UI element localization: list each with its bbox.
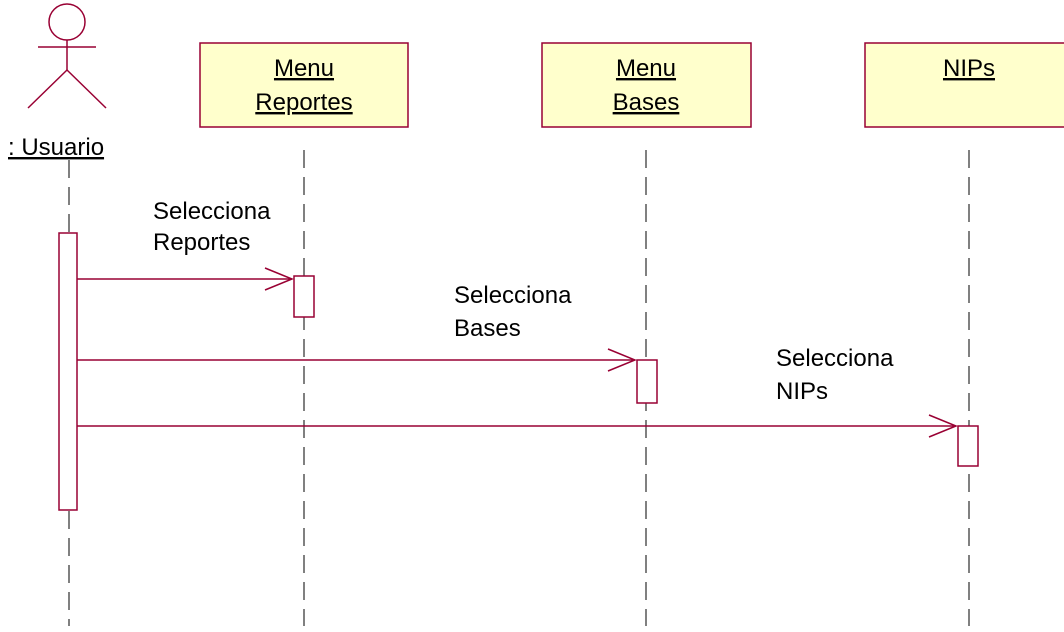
activation-menu-bases <box>636 359 658 404</box>
object-label-line1: Menu <box>616 55 676 82</box>
message-label-line2: Bases <box>454 315 521 342</box>
object-box <box>864 42 1064 128</box>
message-label-line2: Reportes <box>153 229 250 256</box>
message-2: Selecciona Bases <box>77 282 637 372</box>
arrowhead-icon <box>928 414 958 438</box>
object-menu-reportes: Menu Reportes <box>199 42 409 128</box>
message-label-line1: Selecciona <box>776 345 894 372</box>
actor-figure <box>27 3 107 109</box>
object-label-line1: Menu <box>274 55 334 82</box>
object-label-line2: Reportes <box>255 89 352 116</box>
activation-actor <box>58 232 78 511</box>
object-label-line1: NIPs <box>943 55 995 82</box>
activation-menu-reportes <box>293 275 315 318</box>
activation-nips <box>957 425 979 467</box>
object-label-line2: Bases <box>613 89 680 116</box>
message-label-line1: Selecciona <box>153 198 271 225</box>
object-menu-bases: Menu Bases <box>541 42 752 128</box>
object-box <box>199 42 409 128</box>
message-3: Selecciona NIPs <box>77 345 958 438</box>
arrowhead-icon <box>264 267 294 291</box>
arrowhead-icon <box>607 348 637 372</box>
object-nips: NIPs <box>864 42 1064 128</box>
actor-label: : Usuario <box>8 134 104 161</box>
object-box <box>541 42 752 128</box>
message-1: Selecciona Reportes <box>77 198 294 291</box>
actor-head <box>48 3 86 41</box>
message-label-line1: Selecciona <box>454 282 572 309</box>
actor-left-leg <box>27 69 68 109</box>
message-label-line2: NIPs <box>776 378 828 405</box>
actor-right-leg <box>66 69 107 109</box>
